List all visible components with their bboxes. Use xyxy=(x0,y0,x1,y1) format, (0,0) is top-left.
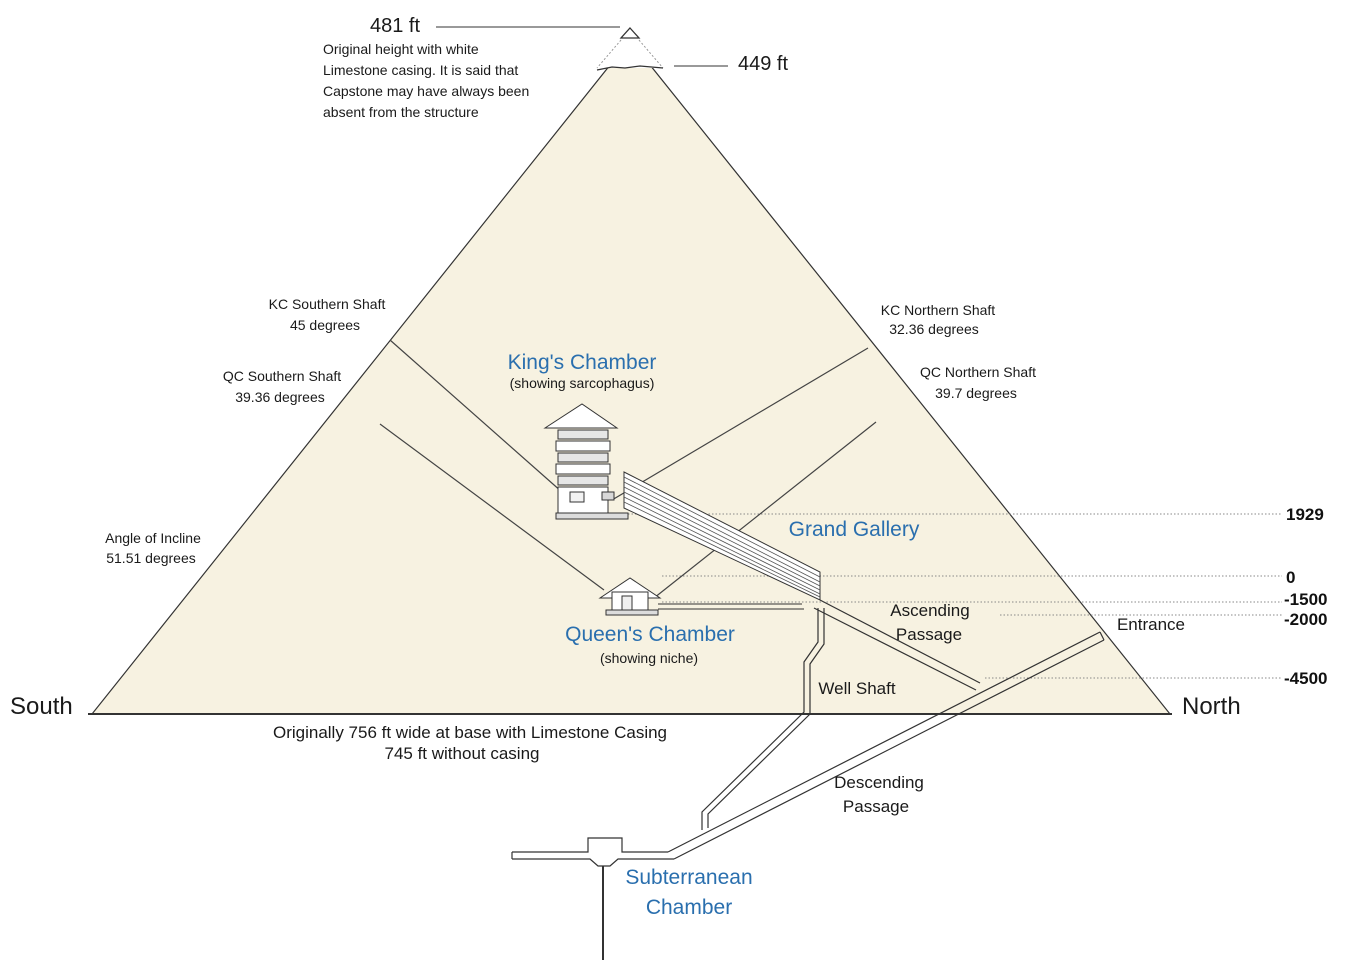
grand-gallery-stripe xyxy=(623,476,821,578)
well-shaft-right xyxy=(707,608,825,828)
kc-southern-shaft-angle: 45 degrees xyxy=(290,317,360,333)
grand-gallery-label: Grand Gallery xyxy=(789,518,920,541)
kc-southern-shaft xyxy=(389,339,563,493)
qc-northern-shaft-name: QC Northern Shaft xyxy=(920,364,1036,380)
grand-gallery-stripe xyxy=(623,481,821,583)
angle-of-incline-value: 51.51 degrees xyxy=(106,550,196,566)
qc-northern-shaft xyxy=(653,421,877,599)
ascending-passage-label: Passage xyxy=(896,625,962,644)
missing-capstone-area xyxy=(598,30,662,68)
angle-of-incline-name: Angle of Incline xyxy=(105,530,201,546)
kings-chamber-note: (showing sarcophagus) xyxy=(510,375,655,391)
kc-southern-shaft-name: KC Southern Shaft xyxy=(269,296,386,312)
grand-gallery-stripe xyxy=(623,486,821,587)
original-height-note-line: absent from the structure xyxy=(323,104,479,120)
grand-gallery-stripe xyxy=(623,491,821,591)
ascending-passage-label: Ascending xyxy=(890,601,969,620)
base-width-note: 745 ft without casing xyxy=(385,744,540,763)
well-shaft-label: Well Shaft xyxy=(818,679,895,698)
kings-chamber-label: King's Chamber xyxy=(508,351,657,374)
subterranean-chamber-label: Chamber xyxy=(646,896,732,919)
level-label-0: 0 xyxy=(1286,568,1295,587)
descending-passage-top xyxy=(667,631,1101,853)
level-label-1929: 1929 xyxy=(1286,505,1324,524)
original-height-note-line: Limestone casing. It is said that xyxy=(323,62,518,78)
north-label: North xyxy=(1182,693,1241,720)
queens-chamber-figure xyxy=(598,577,662,616)
grand-gallery-stripe xyxy=(623,501,821,598)
truncated-top-line xyxy=(596,65,664,71)
ascending-passage-bottom xyxy=(813,607,977,691)
descending-passage-label: Passage xyxy=(843,797,909,816)
level-label-minus4500: -4500 xyxy=(1284,669,1327,688)
subterranean-chamber-outline-bottom xyxy=(512,858,674,867)
base-width-note: Originally 756 ft wide at base with Lime… xyxy=(273,723,667,742)
grand-gallery-stripe xyxy=(623,496,821,595)
queens-chamber-label: Queen's Chamber xyxy=(565,623,735,646)
level-label-minus1500: -1500 xyxy=(1284,590,1327,609)
level-label-minus2000: -2000 xyxy=(1284,610,1327,629)
capstone-outline xyxy=(619,27,641,39)
height-449-label: 449 ft xyxy=(738,53,788,75)
subterranean-chamber-label: Subterranean xyxy=(625,866,752,889)
original-height-note-line: Capstone may have always been xyxy=(323,83,529,99)
descending-passage-end xyxy=(1099,631,1105,641)
well-shaft-left xyxy=(701,608,819,830)
qc-northern-shaft-angle: 39.7 degrees xyxy=(935,385,1017,401)
kc-northern-shaft xyxy=(611,347,869,501)
kc-northern-shaft-name: KC Northern Shaft xyxy=(881,302,995,318)
kc-northern-shaft-angle: 32.36 degrees xyxy=(889,321,979,337)
original-height-note-line: Original height with white xyxy=(323,41,479,57)
descending-passage-bottom xyxy=(673,639,1105,860)
qc-southern-shaft xyxy=(379,423,605,591)
qc-southern-shaft-angle: 39.36 degrees xyxy=(235,389,325,405)
south-label: South xyxy=(10,693,73,720)
kings-chamber-figure xyxy=(543,403,629,520)
queens-chamber-note: (showing niche) xyxy=(600,650,698,666)
subterranean-chamber-outline-top xyxy=(512,837,668,853)
ascending-passage-top xyxy=(819,599,981,684)
descending-passage-label: Descending xyxy=(834,773,924,792)
height-481-label: 481 ft xyxy=(370,15,420,37)
entrance-label: Entrance xyxy=(1117,615,1185,634)
qc-southern-shaft-name: QC Southern Shaft xyxy=(223,368,341,384)
